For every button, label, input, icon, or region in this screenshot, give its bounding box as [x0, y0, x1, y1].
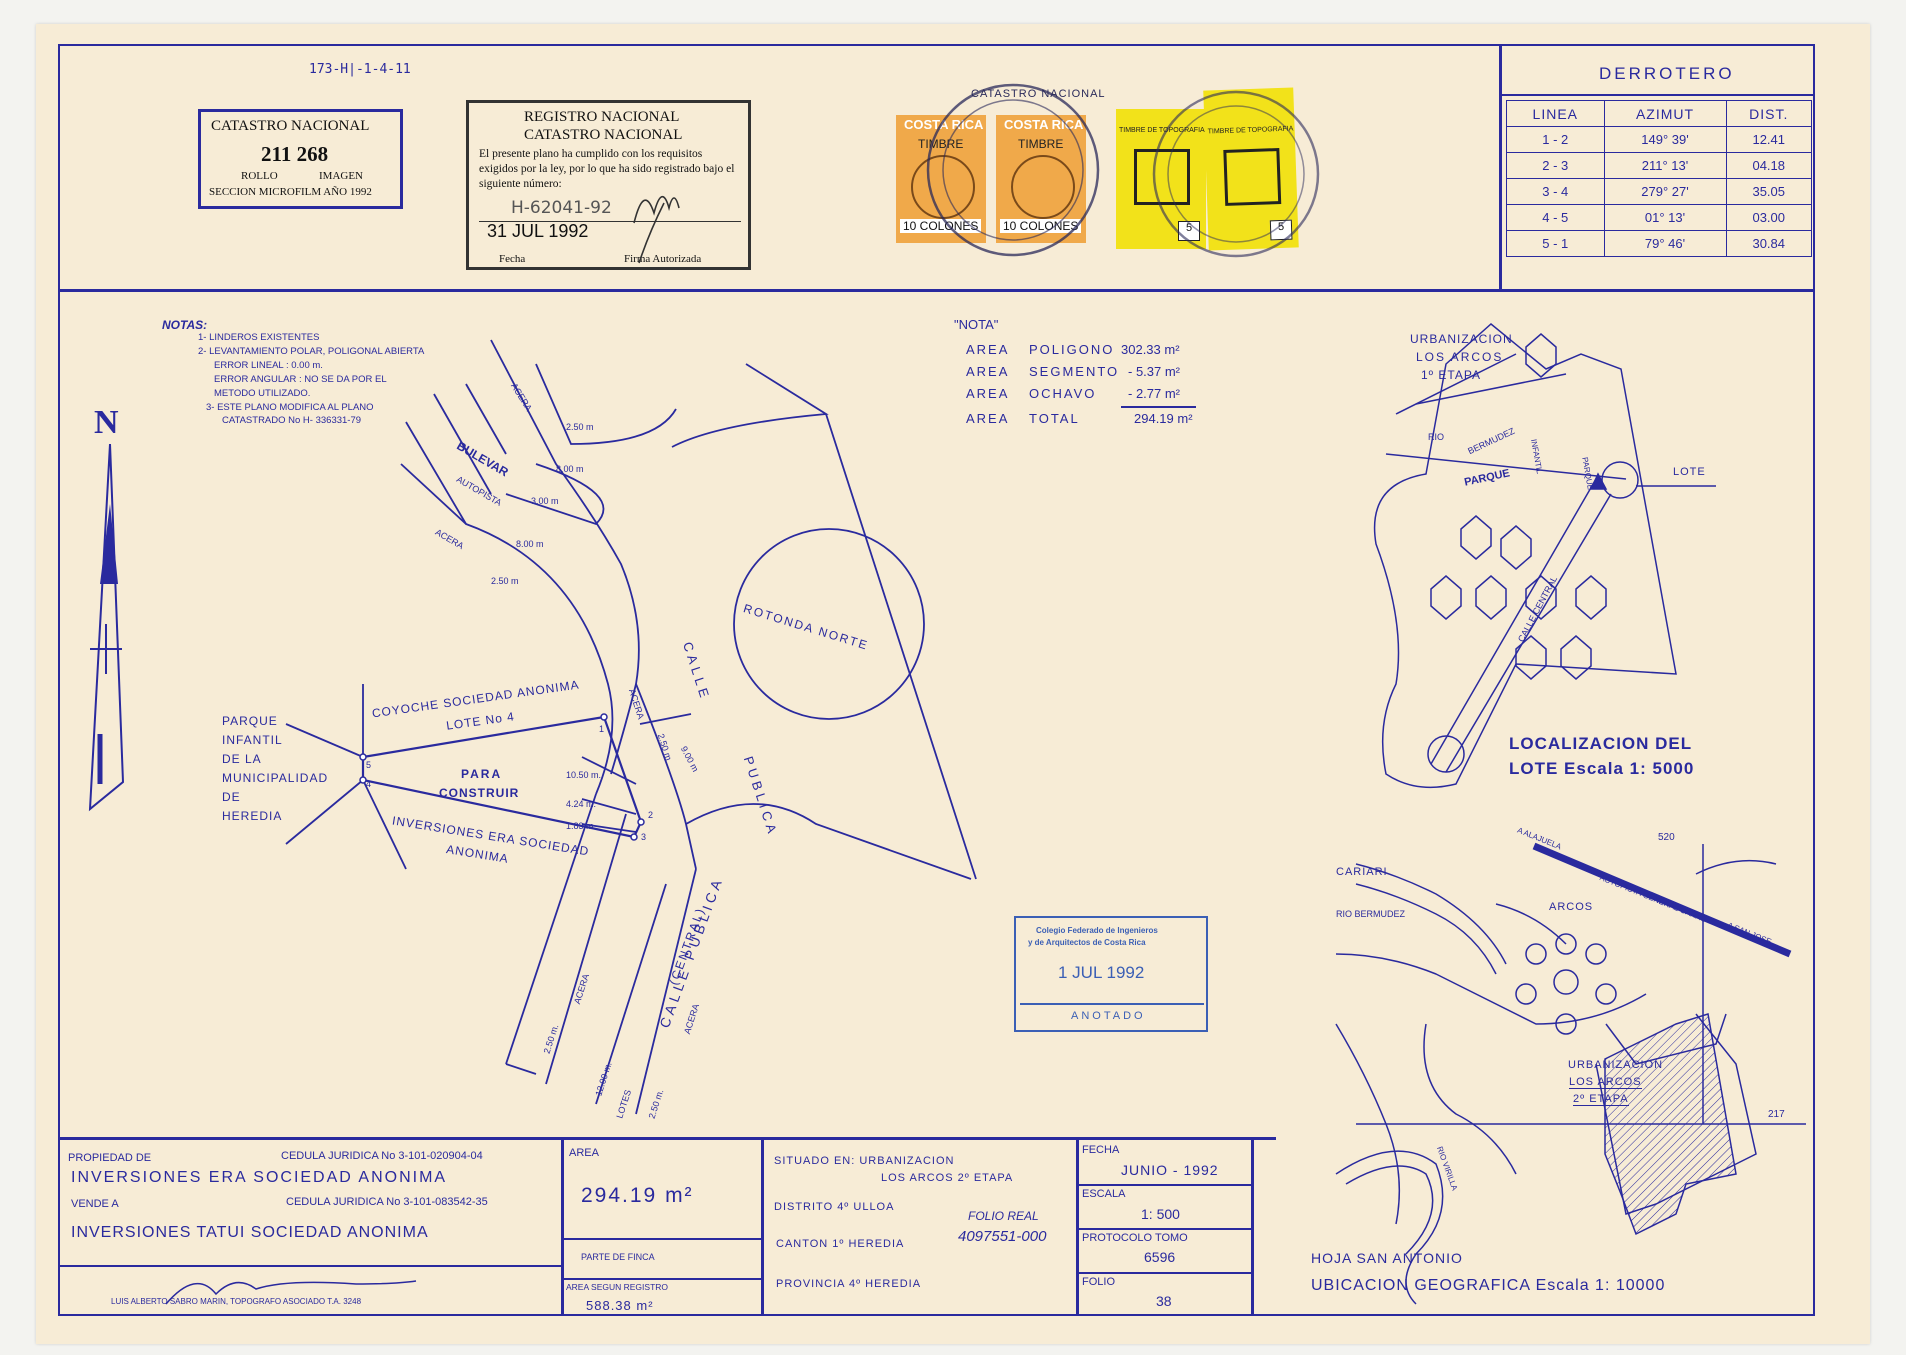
etapa2-hatch: [1604, 1013, 1737, 1236]
orange-stamp-1: COSTA RICA TIMBRE 10 COLONES: [896, 115, 986, 243]
rollo-label: ROLLO: [241, 170, 278, 182]
ubicacion-caption: UBICACION GEOGRAFICA Escala 1: 10000: [1311, 1277, 1666, 1294]
registro-line2: CATASTRO NACIONAL: [524, 127, 683, 143]
hoja-label: HOJA SAN ANTONIO: [1311, 1250, 1463, 1266]
surveyor-signature: [165, 1280, 417, 1305]
registro-stamp: REGISTRO NACIONAL CATASTRO NACIONAL El p…: [466, 100, 751, 270]
colegio-stamp: Colegio Federado de Ingenieros y de Arqu…: [1014, 916, 1208, 1032]
file-code: 173-H|-1-4-11: [309, 62, 411, 77]
plan-number: H-62041-92: [511, 198, 612, 218]
imagen-label: IMAGEN: [319, 170, 363, 182]
site-plan-drawing: [285, 339, 977, 1115]
catastro-number: 211 268: [261, 142, 329, 166]
localizacion-caption-2: LOTE Escala 1: 5000: [1509, 759, 1695, 778]
area-value: 294.19 m²: [581, 1184, 694, 1207]
localizacion-map: [1335, 323, 1806, 1305]
localizacion-caption-1: LOCALIZACION DEL: [1509, 734, 1693, 753]
seal-text: CATASTRO NACIONAL: [971, 88, 1106, 100]
fecha-label: Fecha: [499, 253, 526, 265]
catastro-title: CATASTRO NACIONAL: [211, 118, 370, 134]
registro-line1: REGISTRO NACIONAL: [524, 109, 680, 125]
outer-frame: [58, 44, 1815, 1316]
firma-label: Firma Autorizada: [624, 253, 702, 265]
col-linea: LINEA: [1506, 100, 1605, 127]
registro-body: El presente plano ha cumplido con los re…: [479, 148, 735, 190]
derrotero-divider: [1499, 44, 1502, 291]
orange-stamp-2: COSTA RICA TIMBRE 10 COLONES: [996, 115, 1086, 243]
north-label: N: [94, 404, 119, 441]
catastro-box: CATASTRO NACIONAL 211 268 ROLLO IMAGEN S…: [198, 109, 403, 209]
registro-date: 31 JUL 1992: [487, 221, 589, 241]
owner-2: INVERSIONES TATUI SOCIEDAD ANONIMA: [71, 1224, 429, 1241]
north-arrow-icon: [88, 443, 125, 812]
derrotero-title: DERROTERO: [1599, 64, 1735, 83]
cancellation-seals: [926, 83, 1320, 258]
owner-1: INVERSIONES ERA SOCIEDAD ANONIMA: [71, 1169, 448, 1186]
notas-title: NOTAS:: [162, 318, 208, 332]
top-band-divider: [58, 289, 1815, 292]
col-dist: DIST.: [1725, 100, 1812, 127]
survey-plan-sheet: 173-H|-1-4-11 CATASTRO NACIONAL 211 268 …: [36, 24, 1870, 1344]
signature-scribble: [633, 195, 680, 264]
col-azimut: AZIMUT: [1603, 100, 1727, 127]
seccion-label: SECCION MICROFILM AÑO 1992: [209, 186, 372, 198]
